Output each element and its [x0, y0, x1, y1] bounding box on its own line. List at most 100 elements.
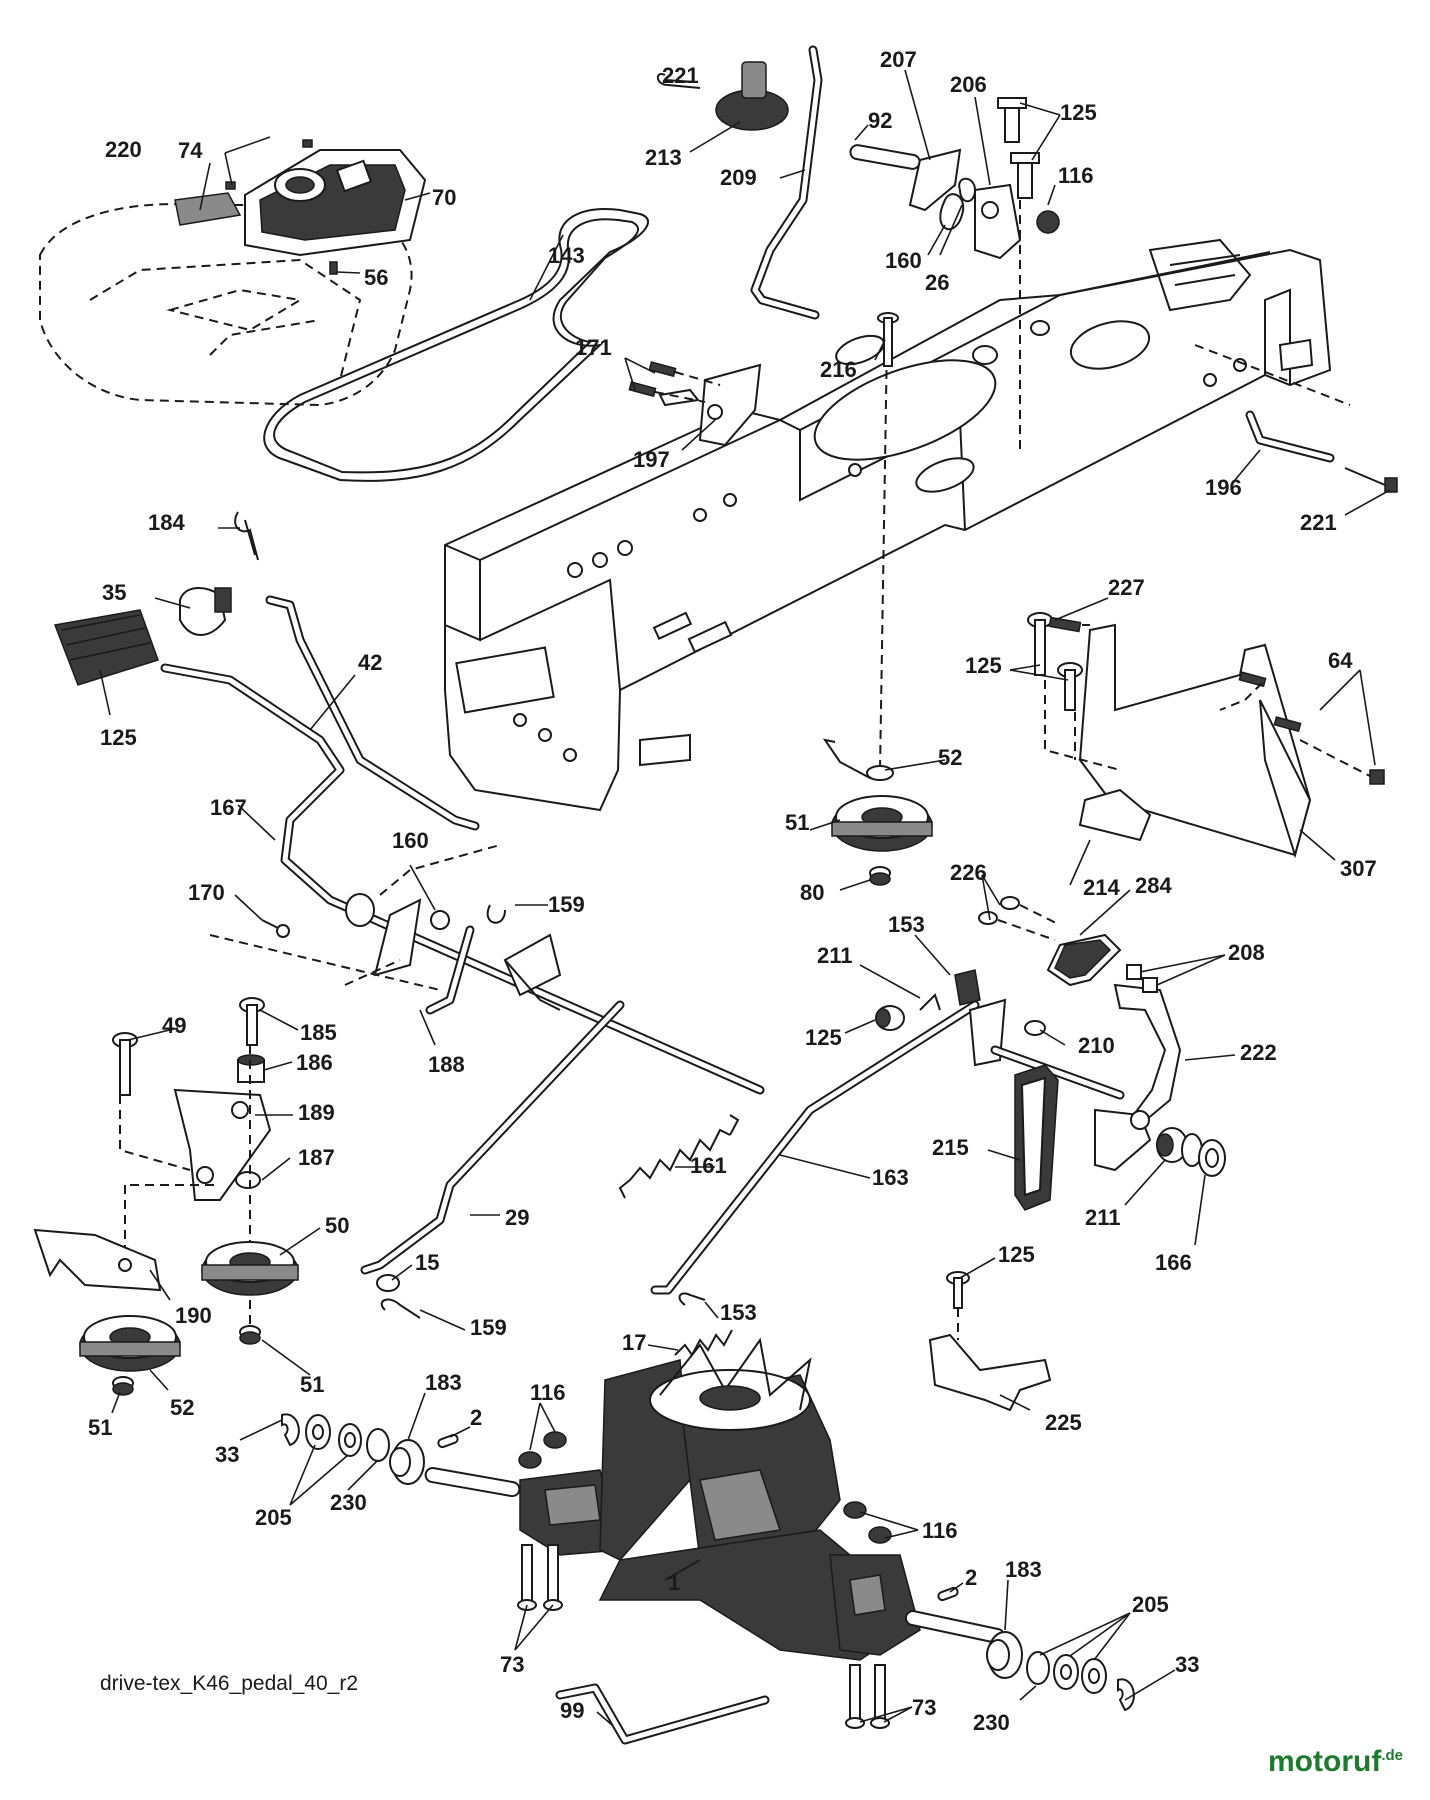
watermark-text: motoruf: [1268, 1745, 1382, 1778]
part-label: 207: [880, 47, 917, 72]
part-label: 170: [188, 880, 225, 905]
part-label: 49: [162, 1013, 186, 1038]
part-label: 230: [330, 1490, 367, 1515]
part-label: 125: [998, 1242, 1035, 1267]
part-label: 190: [175, 1303, 212, 1328]
part-label: 17: [622, 1330, 646, 1355]
pedal-arm-part: [1094, 983, 1182, 1172]
spring-part: [674, 1292, 733, 1357]
transaxle-part: [424, 1337, 1006, 1661]
part-label: 159: [470, 1315, 507, 1340]
watermark-suffix: .de: [1381, 1747, 1403, 1764]
belt-guide-part: [33, 1228, 162, 1292]
part-label: 56: [364, 265, 388, 290]
part-label: 211: [1085, 1205, 1121, 1230]
part-label: 197: [633, 447, 670, 472]
part-label: 220: [105, 137, 142, 162]
part-label: 35: [102, 580, 126, 605]
part-label: 215: [932, 1135, 969, 1160]
part-label: 52: [938, 745, 962, 770]
part-label: 153: [888, 912, 925, 937]
part-label: 125: [100, 725, 137, 750]
part-label: 230: [973, 1710, 1010, 1735]
part-label: 15: [415, 1250, 439, 1275]
part-label: 187: [298, 1145, 335, 1170]
pedal-pad-part: [978, 896, 1158, 993]
part-number-labels: 221 213 209 207 92 206 125 116 160 26 22…: [88, 47, 1377, 1735]
fender-cover-part: [174, 139, 427, 275]
part-label: 184: [148, 510, 185, 535]
part-label: 125: [965, 653, 1002, 678]
part-label: 188: [428, 1052, 465, 1077]
part-label: 183: [1005, 1557, 1042, 1582]
part-label: 205: [1132, 1592, 1169, 1617]
part-label: 51: [785, 810, 809, 835]
part-label: 163: [872, 1165, 909, 1190]
mount-bracket-part: [628, 361, 762, 447]
bypass-rod-part: [555, 1683, 770, 1745]
pedal-pad-part: [1014, 1064, 1059, 1211]
shaft-bracket-part: [209, 844, 562, 1011]
part-label: 226: [950, 860, 987, 885]
part-label: 116: [922, 1518, 958, 1543]
part-label: 185: [300, 1020, 337, 1045]
pulley-part: [79, 1315, 181, 1396]
washer-part: [1156, 1127, 1226, 1177]
pulley-part: [822, 738, 933, 886]
part-label: 214: [1083, 875, 1120, 900]
part-label: 159: [548, 892, 585, 917]
bolt-part: [112, 997, 265, 1096]
part-label: 33: [1175, 1652, 1199, 1677]
part-label: 29: [505, 1205, 529, 1230]
idler-bracket-part: [119, 1045, 272, 1345]
part-label: 221: [662, 63, 699, 88]
part-label: 186: [296, 1050, 333, 1075]
spring-part: [618, 1114, 740, 1199]
brake-rod-part: [425, 925, 475, 1015]
part-label: 161: [690, 1153, 727, 1178]
grip-part: [53, 587, 232, 686]
part-label: 92: [868, 108, 892, 133]
part-label: 99: [560, 1698, 584, 1723]
diagram-caption: drive-tex_K46_pedal_40_r2: [100, 1672, 359, 1695]
cotter-pin-part: [234, 511, 259, 561]
watermark-logo: motoruf.de: [1268, 1745, 1403, 1779]
part-label: 2: [470, 1405, 482, 1430]
leader-lines: [99, 69, 1391, 1726]
part-label: 225: [1045, 1410, 1082, 1435]
part-label: 73: [912, 1695, 936, 1720]
part-label: 153: [720, 1300, 757, 1325]
part-label: 143: [548, 243, 585, 268]
part-label: 211: [817, 943, 853, 968]
part-label: 222: [1240, 1040, 1277, 1065]
part-label: 26: [925, 270, 949, 295]
part-label: 2: [965, 1565, 977, 1590]
part-label: 196: [1205, 475, 1242, 500]
center-dashed-line: [879, 200, 1351, 771]
part-label: 307: [1340, 856, 1377, 881]
part-label: 213: [645, 145, 682, 170]
part-label: 183: [425, 1370, 462, 1395]
lift-bracket-part: [849, 97, 1060, 260]
part-label: 116: [530, 1380, 566, 1405]
hitch-part: [1245, 410, 1398, 493]
part-label: 70: [432, 185, 456, 210]
part-label: 51: [88, 1415, 112, 1440]
part-label: 208: [1228, 940, 1265, 965]
part-label: 125: [1060, 100, 1097, 125]
drive-belt-part: [263, 208, 649, 482]
part-label: 209: [720, 165, 757, 190]
lift-lever-part: [658, 45, 823, 407]
part-label: 51: [300, 1372, 324, 1397]
part-label: 80: [800, 880, 824, 905]
part-label: 33: [215, 1442, 239, 1467]
part-label: 210: [1078, 1033, 1115, 1058]
shift-rod-part: [265, 595, 480, 831]
part-label: 189: [298, 1100, 335, 1125]
pulley-part: [201, 1241, 299, 1345]
part-label: 216: [820, 357, 857, 382]
shield-part: [928, 1271, 1052, 1412]
part-label: 160: [885, 248, 922, 273]
part-label: 116: [1058, 163, 1094, 188]
